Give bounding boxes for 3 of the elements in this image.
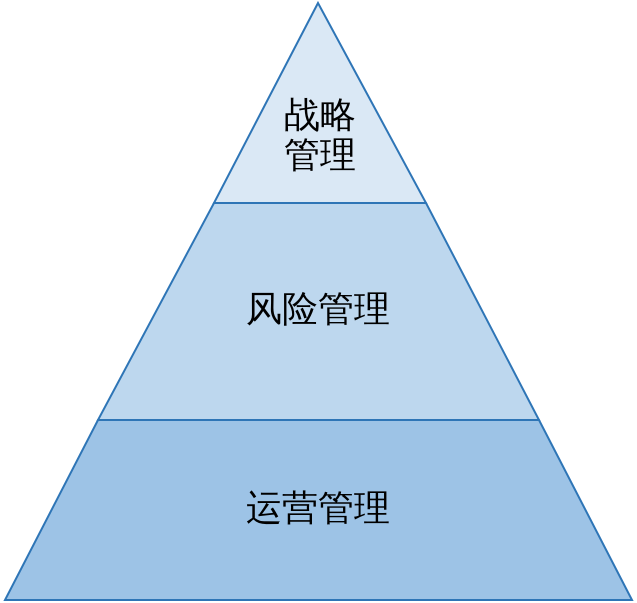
tier-label: 运营管理 <box>245 488 391 528</box>
tier-label: 风险管理 <box>245 289 391 329</box>
tier-label: 战略管理 <box>283 95 357 175</box>
